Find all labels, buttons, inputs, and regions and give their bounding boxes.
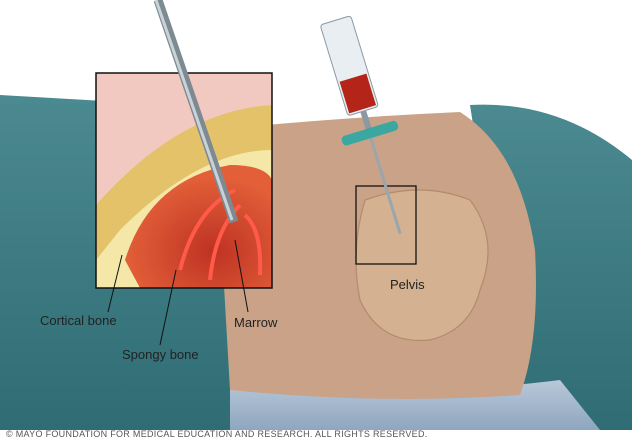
syringe	[320, 15, 402, 235]
label-marrow: Marrow	[234, 315, 278, 330]
copyright-notice: © MAYO FOUNDATION FOR MEDICAL EDUCATION …	[6, 429, 428, 439]
label-pelvis: Pelvis	[390, 277, 425, 292]
label-spongy-bone: Spongy bone	[122, 347, 199, 362]
label-cortical-bone: Cortical bone	[40, 313, 117, 328]
pelvis-bone	[355, 189, 489, 342]
bone-cross-section-inset	[95, 72, 273, 289]
